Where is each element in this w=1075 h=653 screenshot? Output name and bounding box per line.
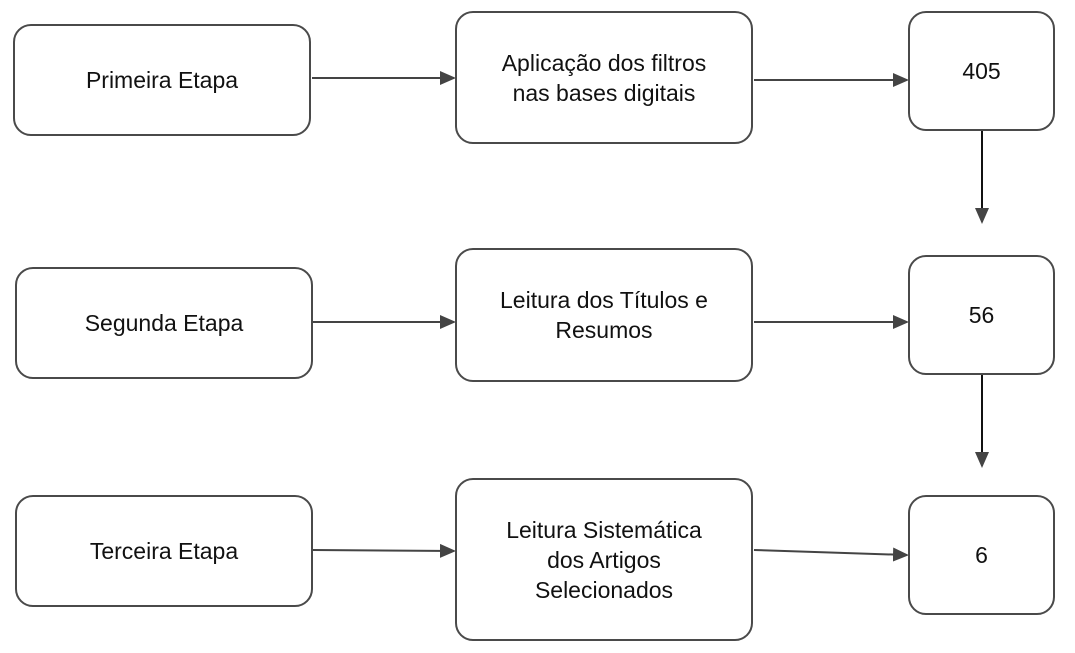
count-box-6: 6: [908, 495, 1055, 615]
process-box-titulos: Leitura dos Títulos e Resumos: [455, 248, 753, 382]
count-value: 6: [975, 542, 988, 568]
stage-box-primeira: Primeira Etapa: [13, 24, 311, 136]
arrow-stage3-to-process3: [312, 543, 456, 558]
arrow-process3-to-count3: [753, 547, 909, 562]
process-label: Aplicação dos filtros nas bases digitais: [501, 49, 707, 106]
stage-label: Primeira Etapa: [85, 67, 239, 93]
stage-label: Terceira Etapa: [89, 538, 239, 564]
process-box-filtros: Aplicação dos filtros nas bases digitais: [455, 11, 753, 144]
process-box-artigos: Leitura Sistemática dos Artigos Selecion…: [455, 478, 753, 641]
count-box-56: 56: [908, 255, 1055, 375]
count-value: 56: [968, 302, 995, 328]
stage-box-segunda: Segunda Etapa: [15, 267, 313, 379]
stage-label: Segunda Etapa: [84, 310, 244, 336]
stage-box-terceira: Terceira Etapa: [15, 495, 313, 607]
process-label: Leitura Sistemática dos Artigos Selecion…: [506, 516, 702, 603]
process-label: Leitura dos Títulos e Resumos: [500, 287, 708, 343]
count-box-405: 405: [908, 11, 1055, 131]
count-value: 405: [962, 58, 1001, 84]
